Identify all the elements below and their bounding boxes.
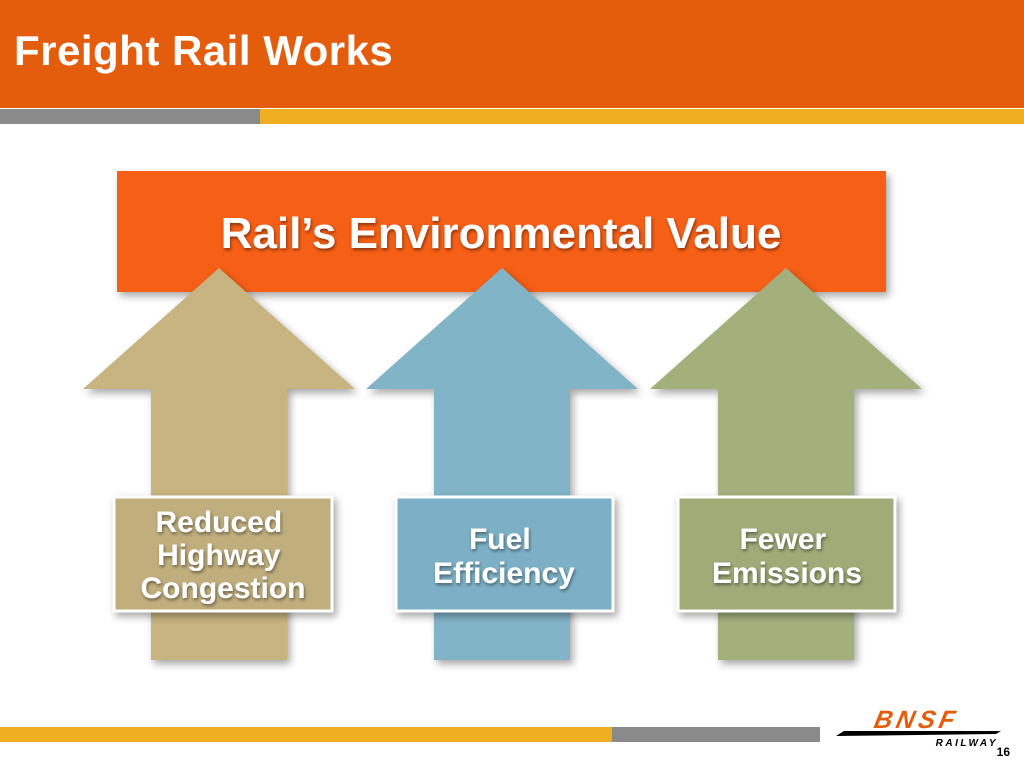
page-number: 16 xyxy=(996,745,1010,759)
label-text: Fewer Emissions xyxy=(712,523,862,590)
header-stripe-gold xyxy=(260,109,1024,124)
title-bar: Freight Rail Works xyxy=(0,0,1024,108)
logo-swoosh xyxy=(836,731,1001,736)
label-box xyxy=(112,495,334,613)
logo-brand-text: BNSF xyxy=(872,706,962,734)
header-stripe-gray xyxy=(0,109,260,124)
footer-stripe-gold xyxy=(0,727,612,742)
label-box xyxy=(676,495,897,613)
footer-stripe-gray xyxy=(612,727,820,742)
bnsf-railway-logo: BNSF RAILWAY xyxy=(836,706,1001,749)
arrow-fewer-emissions: Fewer Emissions xyxy=(650,268,922,660)
label-box xyxy=(394,495,615,613)
slide-title: Freight Rail Works xyxy=(14,27,394,74)
banner-label: Rail’s Environmental Value xyxy=(221,209,782,258)
label-text: Reduced Highway Congestion xyxy=(141,506,306,605)
arrow-reduced-highway-congestion: Reduced Highway Congestion xyxy=(83,268,355,660)
label-text: Fuel Efficiency xyxy=(433,523,575,590)
logo-subtext: RAILWAY xyxy=(936,738,998,749)
arrow-fuel-efficiency: Fuel Efficiency xyxy=(366,268,638,660)
